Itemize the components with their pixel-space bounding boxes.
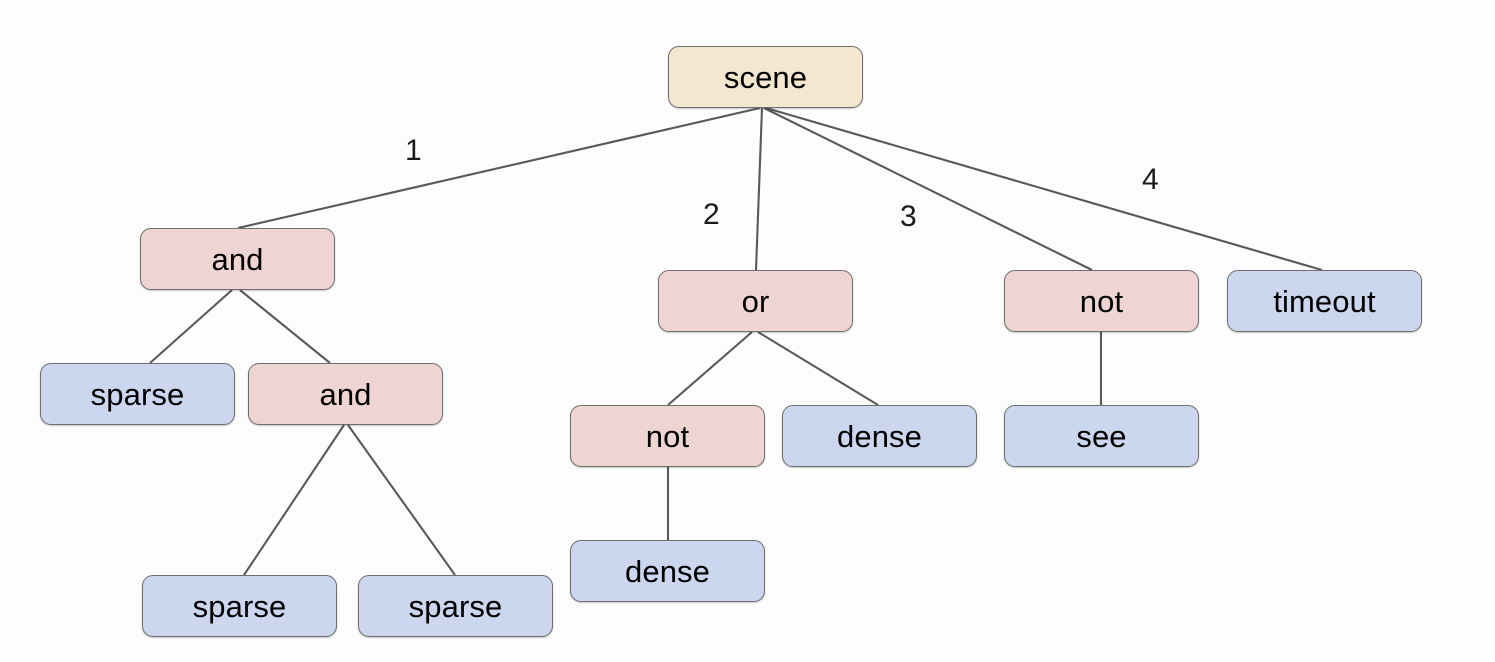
tree-node-not2[interactable]: not <box>570 405 765 467</box>
edge-label-2: 2 <box>703 198 720 231</box>
tree-node-label: dense <box>625 553 710 589</box>
tree-node-label: sparse <box>192 588 287 624</box>
tree-node-and1[interactable]: and <box>140 228 335 290</box>
tree-node-and2[interactable]: and <box>248 363 443 425</box>
tree-node-label: dense <box>837 418 922 454</box>
tree-node-scene[interactable]: scene <box>668 46 863 108</box>
tree-edge <box>763 107 1093 271</box>
tree-node-label: not <box>1079 283 1124 319</box>
tree-node-not1[interactable]: not <box>1004 270 1199 332</box>
tree-edge <box>667 331 753 406</box>
tree-node-sparse3[interactable]: sparse <box>358 575 553 637</box>
edge-label-3: 3 <box>900 200 917 233</box>
tree-node-label: see <box>1076 418 1127 454</box>
edge-label-4: 4 <box>1142 163 1159 196</box>
tree-node-timeout1[interactable]: timeout <box>1227 270 1422 332</box>
tree-edge <box>243 424 345 576</box>
tree-node-dense1[interactable]: dense <box>782 405 977 467</box>
edge-label-1: 1 <box>405 134 422 167</box>
tree-node-label: scene <box>723 59 808 95</box>
tree-node-dense2[interactable]: dense <box>570 540 765 602</box>
tree-node-label: sparse <box>90 376 185 412</box>
tree-edge <box>347 424 456 576</box>
tree-node-label: timeout <box>1273 283 1376 319</box>
tree-edge <box>239 289 331 364</box>
tree-node-label: sparse <box>408 588 503 624</box>
tree-node-label: and <box>319 376 372 412</box>
tree-edge <box>757 331 879 406</box>
tree-edge <box>237 106 761 230</box>
tree-edge <box>754 107 764 271</box>
tree-node-sparse1[interactable]: sparse <box>40 363 235 425</box>
tree-node-label: not <box>645 418 690 454</box>
tree-node-label: or <box>741 283 770 319</box>
tree-node-or1[interactable]: or <box>658 270 853 332</box>
tree-node-sparse2[interactable]: sparse <box>142 575 337 637</box>
tree-edge <box>149 289 233 364</box>
tree-node-see1[interactable]: see <box>1004 405 1199 467</box>
tree-node-label: and <box>211 241 264 277</box>
tree-edge <box>765 106 1323 272</box>
